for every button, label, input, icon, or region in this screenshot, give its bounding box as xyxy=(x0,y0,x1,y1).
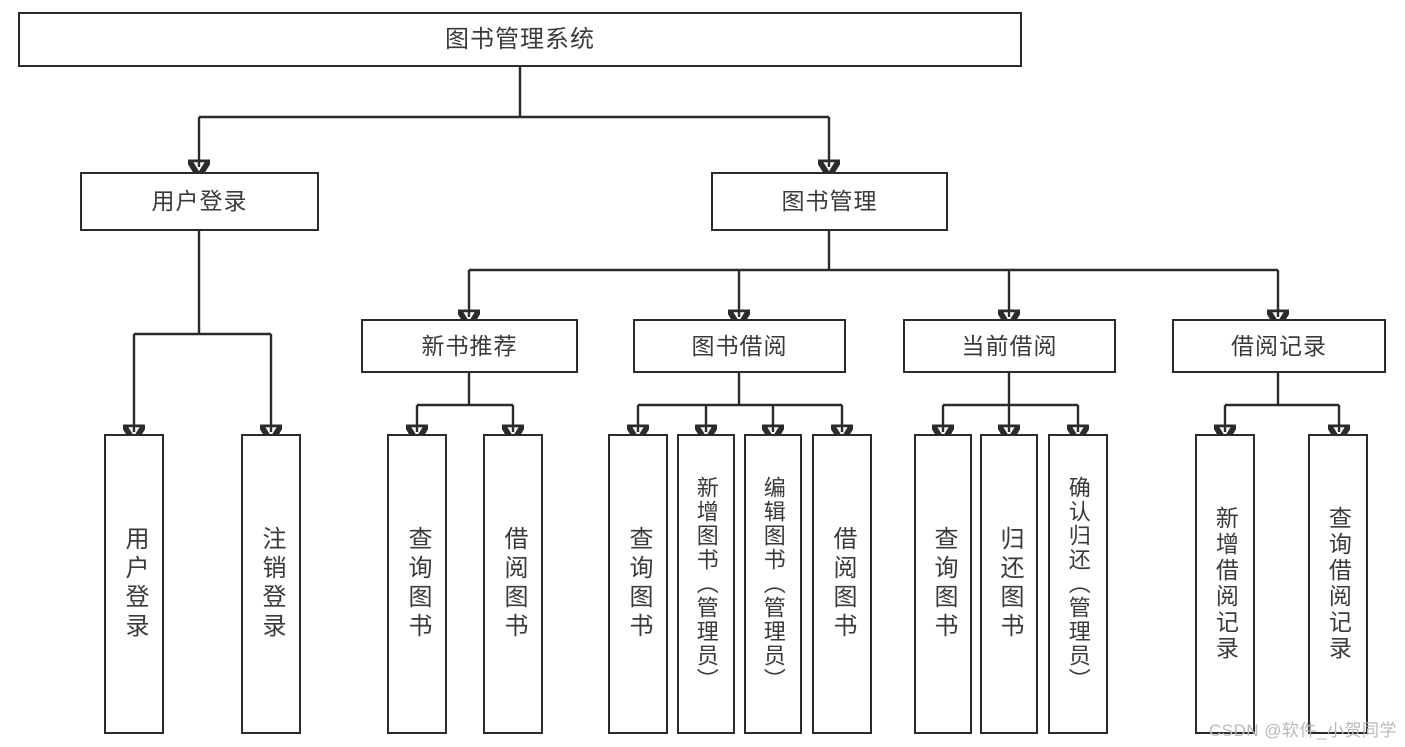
leaf-user-login-signout[interactable]: 注销登录 xyxy=(241,434,301,734)
node-label: 查询图书 xyxy=(930,526,957,642)
leaf-book-borrow-lend[interactable]: 借阅图书 xyxy=(812,434,872,734)
node-label: 注销登录 xyxy=(258,526,285,642)
node-label: 新增借阅记录 xyxy=(1212,506,1239,662)
node-label: 当前借阅 xyxy=(961,332,1058,359)
leaf-borrow-record-query[interactable]: 查询借阅记录 xyxy=(1308,434,1368,734)
node-label: 查询借阅记录 xyxy=(1325,506,1352,662)
node-user-login[interactable]: 用户登录 xyxy=(80,172,319,231)
leaf-new-book-query[interactable]: 查询图书 xyxy=(387,434,447,734)
node-label: 查询图书 xyxy=(404,526,431,642)
node-label: 编辑图书（管理员） xyxy=(760,476,786,692)
leaf-current-borrow-return[interactable]: 归还图书 xyxy=(980,434,1038,734)
leaf-new-book-borrow[interactable]: 借阅图书 xyxy=(483,434,543,734)
node-label: 查询图书 xyxy=(625,526,652,642)
node-label: 归还图书 xyxy=(996,526,1023,642)
leaf-book-borrow-query[interactable]: 查询图书 xyxy=(608,434,668,734)
node-label: 借阅记录 xyxy=(1231,332,1327,359)
node-label: 图书借阅 xyxy=(691,332,788,359)
node-label: 新增图书（管理员） xyxy=(693,476,719,692)
node-label: 确认归还（管理员） xyxy=(1065,476,1091,692)
node-new-book-recommend[interactable]: 新书推荐 xyxy=(361,319,578,373)
leaf-current-borrow-query[interactable]: 查询图书 xyxy=(914,434,972,734)
node-label: 图书管理 xyxy=(781,188,878,215)
node-borrow-record[interactable]: 借阅记录 xyxy=(1172,319,1386,373)
leaf-book-borrow-edit[interactable]: 编辑图书（管理员） xyxy=(744,434,802,734)
node-label: 新书推荐 xyxy=(421,332,518,359)
node-current-borrow[interactable]: 当前借阅 xyxy=(903,319,1116,373)
leaf-book-borrow-add[interactable]: 新增图书（管理员） xyxy=(677,434,735,734)
node-book-borrow[interactable]: 图书借阅 xyxy=(633,319,846,373)
node-label: 用户登录 xyxy=(121,526,148,642)
leaf-current-borrow-confirm-return[interactable]: 确认归还（管理员） xyxy=(1048,434,1108,734)
node-root-system[interactable]: 图书管理系统 xyxy=(18,12,1022,67)
leaf-user-login-signin[interactable]: 用户登录 xyxy=(104,434,164,734)
watermark-text: CSDN @软件_小贺同学 xyxy=(1208,721,1397,740)
node-book-management[interactable]: 图书管理 xyxy=(711,172,948,231)
node-label: 用户登录 xyxy=(151,188,248,215)
node-label: 图书管理系统 xyxy=(445,25,595,53)
leaf-borrow-record-add[interactable]: 新增借阅记录 xyxy=(1195,434,1255,734)
node-label: 借阅图书 xyxy=(829,526,856,642)
node-label: 借阅图书 xyxy=(500,526,527,642)
